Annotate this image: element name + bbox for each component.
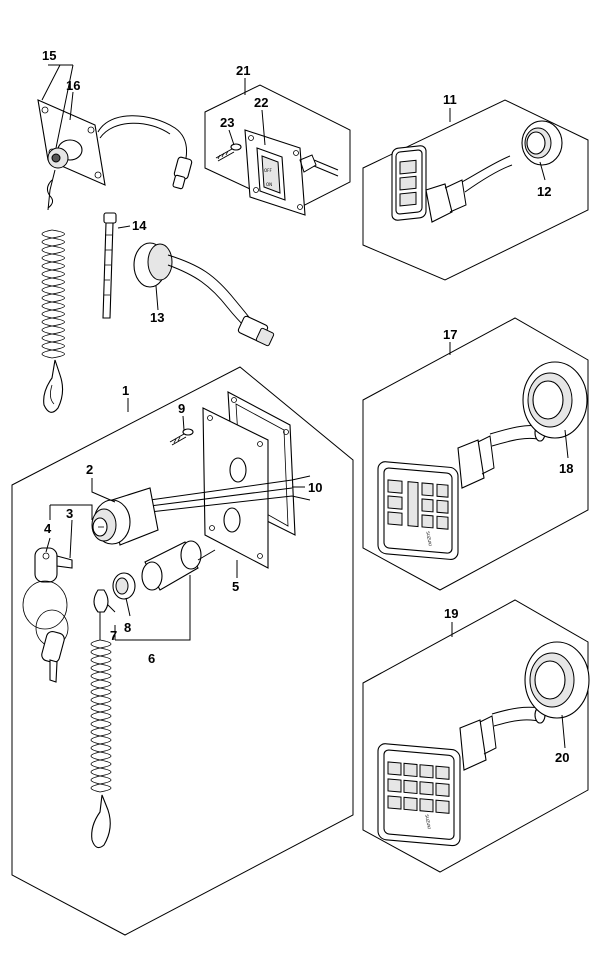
group-box-19 [362,599,589,873]
label-14: 14 [132,218,147,233]
lanyard-plate-assembly [37,99,193,211]
coiled-lanyard-cord-15 [51,229,65,359]
label-3: 3 [66,506,73,521]
key-4 [22,547,73,683]
label-4: 4 [44,521,52,536]
label-1: 1 [122,383,129,398]
label-19: 19 [444,606,458,621]
nut-18 [522,361,588,439]
label-7: 7 [110,628,117,643]
lanyard-switch-6 [141,540,216,591]
label-15: 15 [42,48,56,63]
label-11: 11 [443,92,457,107]
key-switch-2 [91,487,159,546]
label-17: 17 [443,327,457,342]
group-box-1 [11,366,354,936]
switch-off-marking: OFF [264,168,272,173]
group-box-17 [362,317,589,591]
harness-connector-13 [133,242,275,347]
nut-12 [521,120,563,166]
label-18: 18 [559,461,573,476]
lanyard-clip-15 [43,359,64,413]
keypad-19: SUZUKI [377,706,546,847]
label-16: 16 [66,78,80,93]
keypad-11 [391,145,513,223]
label-6: 6 [148,651,155,666]
group-box-21 [204,84,351,211]
screw-9 [169,428,194,446]
nut-20 [524,641,590,719]
group-box-11 [362,99,589,281]
label-21: 21 [236,63,250,78]
cable-tie-14 [102,212,117,319]
lanyard-clip-7 [93,589,109,613]
leader-lines [41,64,569,749]
label-23: 23 [220,115,234,130]
label-9: 9 [178,401,185,416]
label-8: 8 [124,620,131,635]
switch-panel-21: OFF ON [244,129,339,216]
brand-marking-19: SUZUKI [424,814,432,830]
label-13: 13 [150,310,164,325]
brand-marking-17: SUZUKI [425,531,433,547]
nut-8 [112,572,136,600]
keypad-17: SUZUKI [377,424,546,560]
label-5: 5 [232,579,239,594]
switch-on-marking: ON [266,182,272,187]
label-12: 12 [537,184,551,199]
wire-1 [149,475,311,501]
screw-23 [215,143,242,162]
label-10: 10 [308,480,322,495]
label-20: 20 [555,750,569,765]
lanyard-clip-7-end [91,794,111,849]
coiled-lanyard-cord-7 [99,639,112,793]
label-2: 2 [86,462,93,477]
label-22: 22 [254,95,268,110]
